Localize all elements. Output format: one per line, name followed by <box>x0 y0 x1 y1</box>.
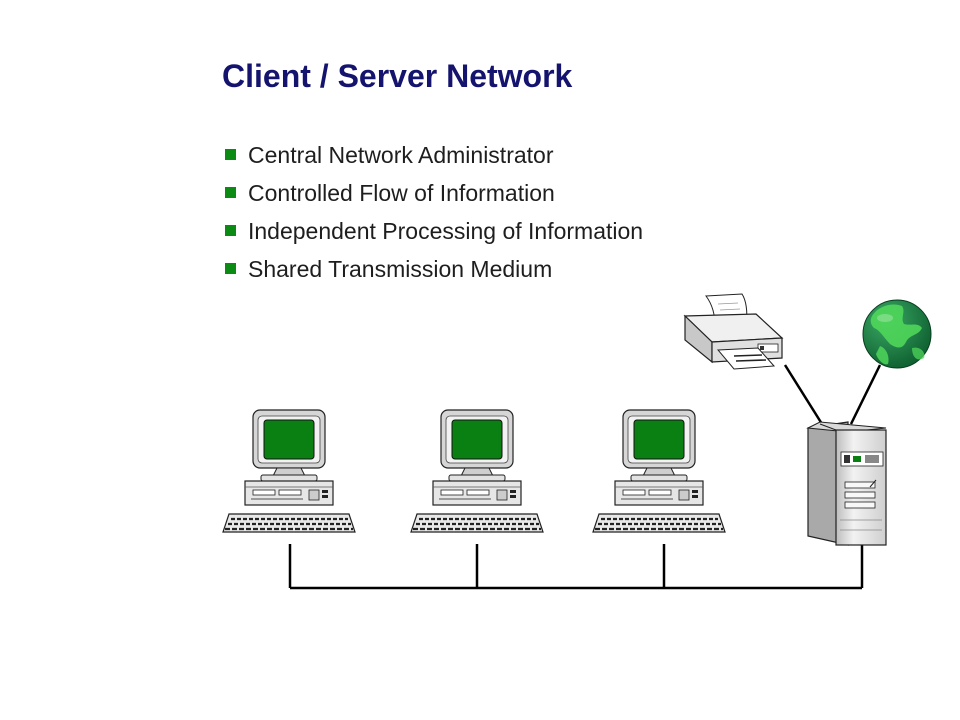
bullet-item: Independent Processing of Information <box>224 212 643 250</box>
server-tower-icon <box>806 421 887 546</box>
internet-link-cable <box>849 364 882 425</box>
square-bullet-icon <box>225 149 236 160</box>
bullet-text: Independent Processing of Information <box>248 218 644 244</box>
globe-icon <box>862 299 932 369</box>
bullet-text: Central Network Administrator <box>248 142 554 168</box>
printer-link-cable <box>783 364 824 425</box>
network-cables <box>288 364 882 590</box>
printer-icon <box>683 293 784 370</box>
desktop-computer-icon <box>221 408 357 534</box>
slide-title: Client / Server Network <box>222 58 573 94</box>
bullet-list: Central Network Administrator Controlled… <box>224 136 643 288</box>
square-bullet-icon <box>225 263 236 274</box>
desktop-computer-icon <box>409 408 545 534</box>
square-bullet-icon <box>225 187 236 198</box>
bullet-item: Controlled Flow of Information <box>224 174 643 212</box>
square-bullet-icon <box>225 225 236 236</box>
bullet-item: Shared Transmission Medium <box>224 250 643 288</box>
bullet-text: Controlled Flow of Information <box>248 180 555 206</box>
bullet-text: Shared Transmission Medium <box>248 256 553 282</box>
desktop-computer-icon <box>591 408 727 534</box>
bullet-item: Central Network Administrator <box>224 136 643 174</box>
